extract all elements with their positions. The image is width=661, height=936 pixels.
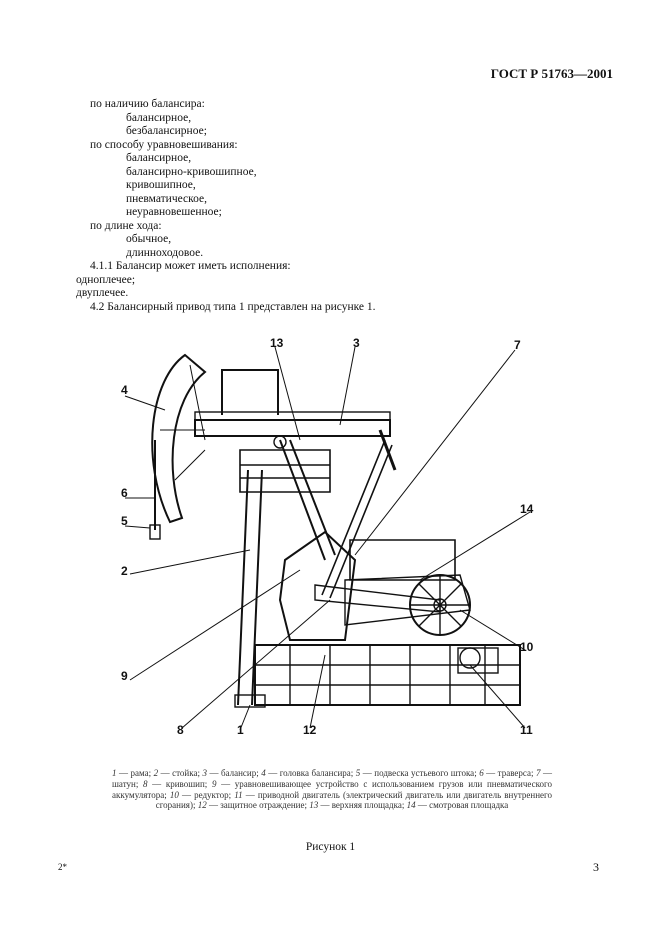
label-10: 10 (520, 640, 534, 654)
legend-number: 8 (143, 778, 148, 789)
legend-text: уравновешивающее устройство с использова… (112, 778, 552, 800)
legend-entry: 3 — балансир; (202, 768, 262, 778)
legend-entry: 4 — головка балансира; (261, 768, 356, 778)
legend-entry: 8 — кривошип; (143, 778, 212, 789)
legend-entry: 2 — стойка; (153, 768, 203, 778)
legend-entry: 14 — смотровая площадка (406, 800, 509, 811)
legend-number: 9 (211, 778, 217, 789)
body-line: двуплечее. (76, 287, 129, 299)
legend-text: приводной двигатель (электрический двига… (155, 789, 553, 811)
body-line: обычное, (126, 233, 172, 245)
legend-text: смотровая площадка (429, 800, 509, 811)
legend-text: кривошип (165, 778, 205, 789)
body-line: по наличию балансира: (90, 98, 205, 110)
body-line: по длине хода: (90, 219, 162, 232)
legend-entry: 10 — редуктор; (169, 789, 235, 800)
legend-number: 11 (234, 789, 243, 800)
legend-number: 13 (309, 800, 319, 811)
legend-number: 3 (202, 768, 207, 778)
label-1: 1 (237, 723, 244, 737)
legend-number: 12 (197, 800, 207, 811)
legend-entry: 7 — шатун; (112, 768, 552, 789)
body-line: балансирно-кривошипное, (126, 165, 257, 178)
body-line: балансирное, (126, 152, 192, 164)
body-line: балансирное, (126, 111, 192, 124)
label-8: 8 (177, 723, 184, 737)
legend-entry: 12 — защитное отраждение; (197, 800, 310, 811)
legend-text: защитное отраждение (220, 800, 305, 811)
legend-entry: 6 — траверса; (479, 768, 536, 778)
legend-text: подвеска устьевого штока (374, 768, 475, 778)
pumping-unit-drawing: 13 3 7 4 6 5 14 2 10 9 8 1 12 11 (121, 336, 534, 737)
body-line: длинноходовое. (126, 246, 204, 259)
signature-mark: 2* (58, 862, 67, 872)
body-line: по способу уравновешивания: (90, 138, 238, 151)
body-line: 4.2 Балансирный привод типа 1 представле… (90, 300, 376, 313)
legend-text: головка балансира (279, 768, 351, 778)
label-12: 12 (303, 723, 317, 737)
legend-number: 10 (169, 789, 179, 800)
legend-text: траверса (497, 768, 531, 778)
label-6: 6 (121, 486, 128, 500)
body-line: неуравновешенное; (126, 206, 222, 218)
body-line: одноплечее; (76, 273, 136, 286)
legend-entry: 1 — рама; (112, 768, 154, 778)
body-line: безбалансирное; (126, 125, 207, 137)
body-line: кривошипное, (126, 179, 196, 191)
label-11: 11 (520, 723, 533, 737)
body-line: пневматическое, (126, 192, 207, 205)
label-2: 2 (121, 564, 128, 578)
legend-text: балансир (220, 768, 257, 778)
legend-text: верхняя площадка (331, 800, 402, 811)
legend-text: редуктор (194, 789, 229, 800)
legend-entry: 5 — подвеска устьевого штока; (355, 768, 480, 778)
legend-text: рама (130, 768, 149, 778)
legend-text: шатун (112, 778, 136, 789)
page-number: 3 (593, 860, 599, 874)
legend-entry: 11 — приводной двигатель (электрический … (155, 789, 553, 811)
legend-text: стойка (172, 768, 198, 778)
label-7: 7 (514, 338, 521, 352)
legend-number: 7 (536, 768, 541, 778)
label-4: 4 (121, 383, 128, 397)
figure-title: Рисунок 1 (305, 841, 356, 853)
body-text: по наличию балансира:балансирное,безбала… (76, 98, 376, 314)
legend-entry: 13 — верхняя площадка; (309, 800, 407, 811)
legend-entry: 9 — уравновешивающее устройство с исполь… (112, 778, 552, 800)
label-14: 14 (520, 502, 534, 516)
document-id: ГОСТ Р 51763—2001 (490, 66, 613, 81)
legend-number: 14 (406, 800, 416, 811)
body-line: 4.1.1 Балансир может иметь исполнения: (90, 260, 291, 272)
label-9: 9 (121, 669, 128, 683)
legend-number: 2 (153, 768, 159, 778)
legend-number: 1 (112, 768, 117, 778)
legend-number: 5 (355, 768, 361, 778)
legend-number: 6 (479, 768, 484, 778)
legend-number: 4 (261, 768, 266, 778)
label-13: 13 (270, 336, 284, 350)
figure-legend: 1 — рама; 2 — стойка; 3 — балансир; 4 — … (112, 768, 552, 811)
label-5: 5 (121, 514, 128, 528)
label-3: 3 (353, 336, 360, 350)
